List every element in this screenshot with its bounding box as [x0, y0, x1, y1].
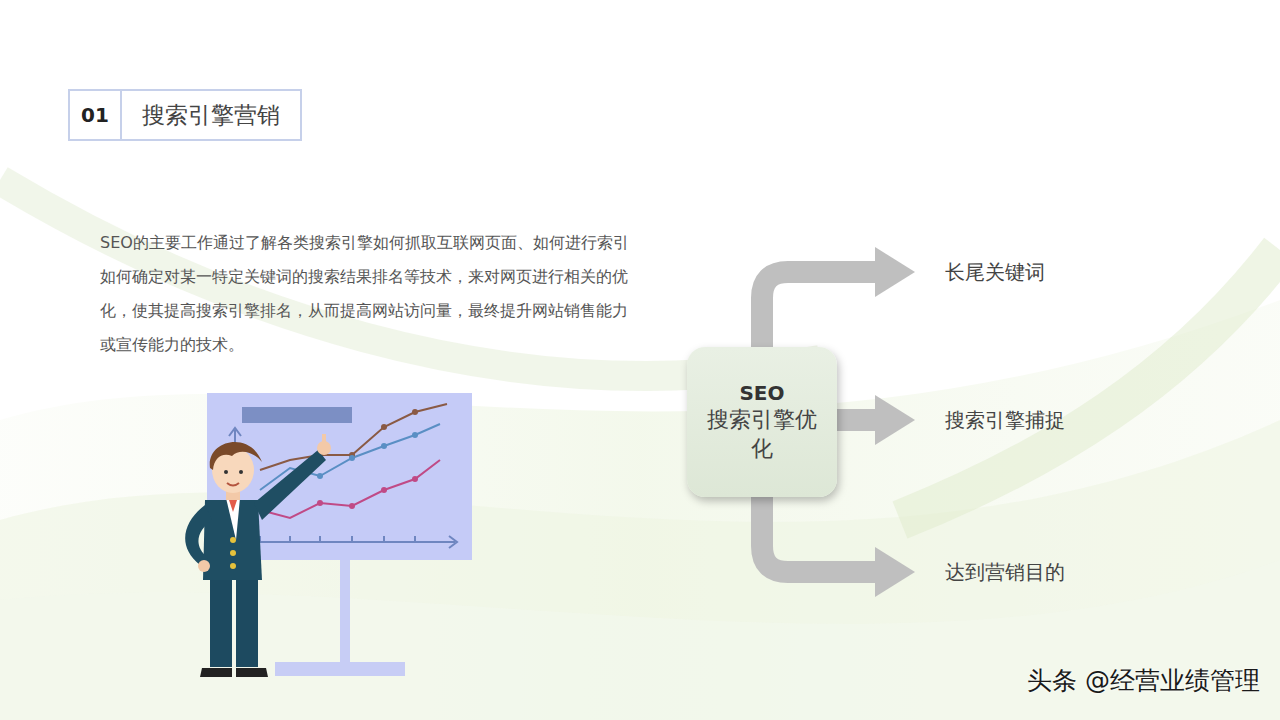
process-box: SEO搜索引擎优化	[687, 347, 837, 497]
box-heading: SEO	[739, 380, 784, 406]
title-box: 01搜索引擎营销	[68, 89, 302, 141]
box-text: 长尾关键词	[945, 259, 1045, 286]
box-text: 达到营销目的	[945, 559, 1065, 586]
body-paragraph: SEO的主要工作通过了解各类搜索引擎如何抓取互联网页面、如何进行索引如何确定对某…	[100, 226, 630, 362]
flow-arrow	[832, 395, 915, 445]
flow-arrow	[762, 487, 915, 597]
box-text: 搜索引擎捕捉	[945, 407, 1065, 434]
flow-arrow	[762, 247, 915, 357]
section-title: 搜索引擎营销	[122, 91, 300, 139]
watermark: 头条 @经营业绩管理	[1027, 664, 1260, 697]
target-text: 长尾关键词	[945, 259, 1045, 286]
target-text: 达到营销目的	[945, 559, 1065, 586]
section-number: 01	[70, 91, 122, 139]
target-text: 搜索引擎捕捉	[945, 407, 1065, 434]
box-text: 搜索引擎优化	[707, 406, 817, 463]
